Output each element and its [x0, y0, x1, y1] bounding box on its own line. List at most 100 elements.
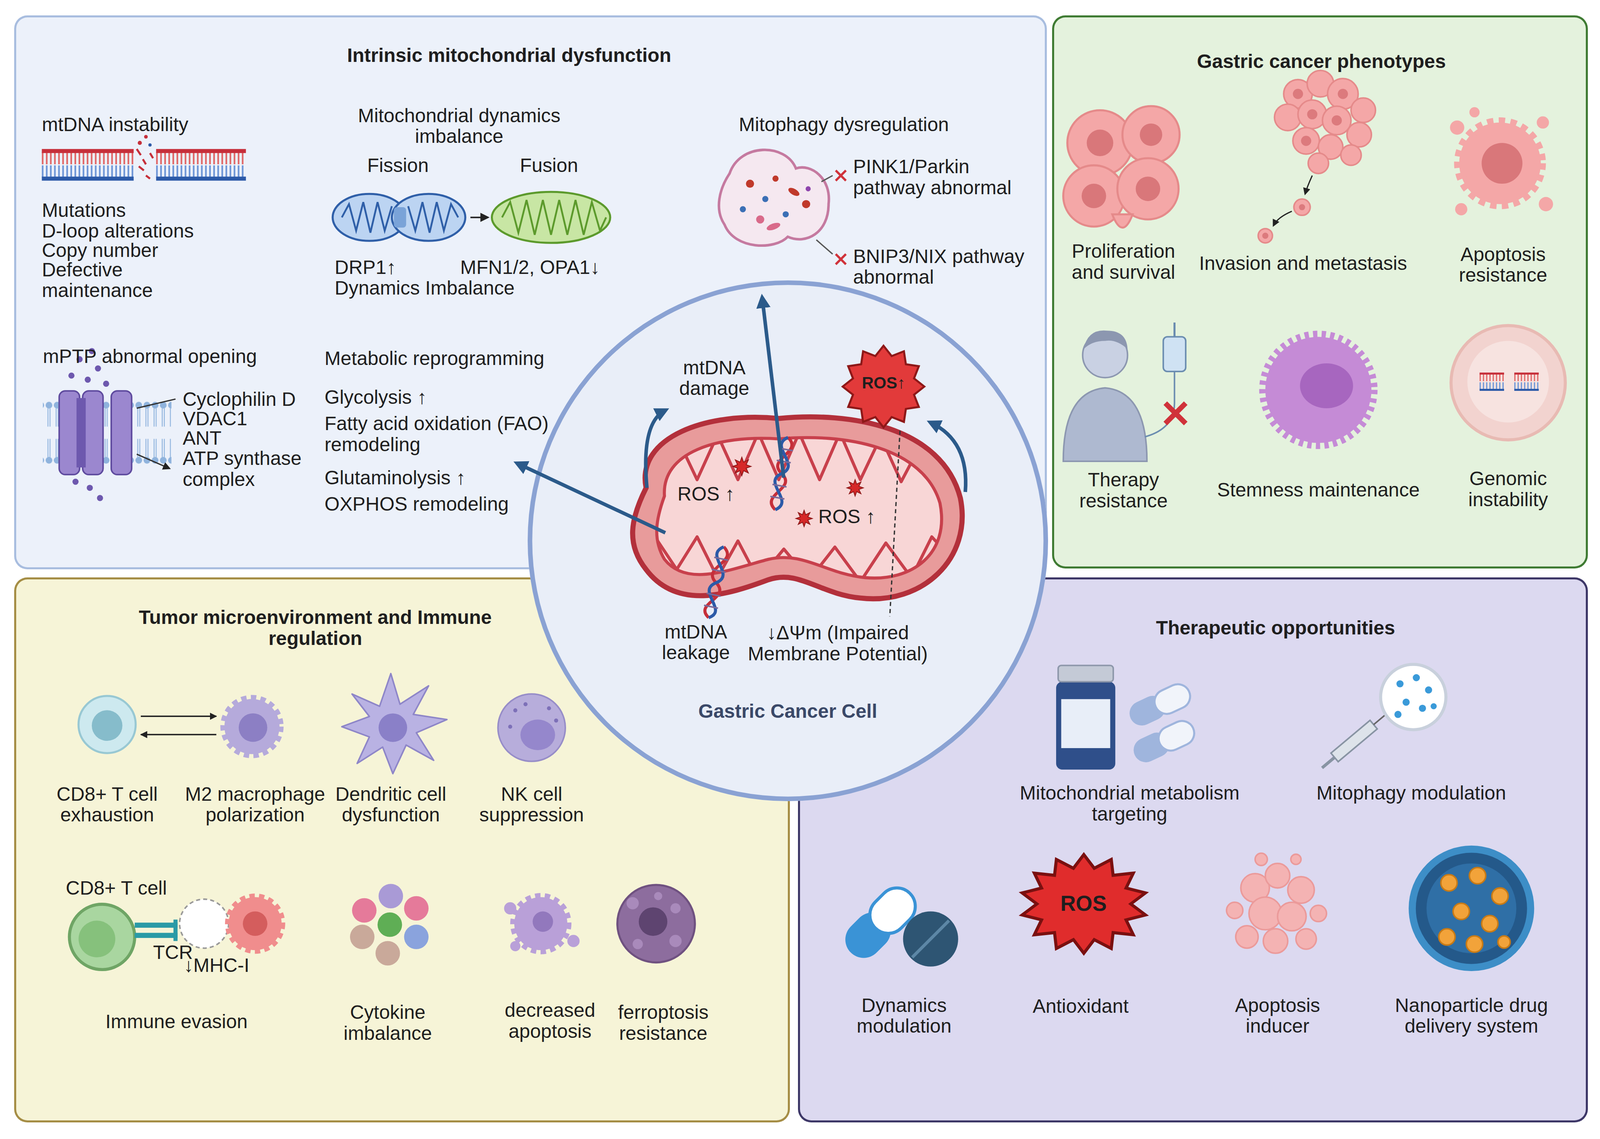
- label-text: PINK1/Parkin pathway abnormal: [853, 156, 1032, 198]
- patient-figure: [1165, 403, 1186, 424]
- label-text: Fatty acid oxidation (FAO) remodeling: [324, 413, 570, 455]
- pill-bottle-icon: [1056, 665, 1199, 770]
- apoptosis-cell: [1455, 203, 1468, 216]
- cytokine-cluster: [377, 912, 403, 938]
- apoptosis-cell: [1459, 122, 1541, 205]
- label-text: Glycolysis ↑: [324, 386, 427, 408]
- apoptosis-cell: [1449, 120, 1465, 135]
- proliferation-cells: [1122, 106, 1180, 164]
- label-text: Apoptosis inducer: [1221, 995, 1334, 1037]
- syringe-icon: [1402, 698, 1410, 707]
- mtdna-helix: [768, 436, 795, 512]
- dna-strand-icon: [41, 152, 134, 165]
- apoptotic-cell: [532, 911, 553, 932]
- cytokine-cluster: [404, 924, 429, 950]
- apoptosis-cell: [1449, 107, 1554, 216]
- dna-strand-icon: [156, 152, 247, 165]
- label-holder: Antioxidant: [1032, 995, 1129, 1017]
- fusion-mitochondrion: [502, 199, 607, 235]
- invasion-cells: [1337, 88, 1348, 99]
- mito-inner: [656, 437, 942, 578]
- immune-evasion-icon: [134, 932, 178, 938]
- nk-cell: [508, 724, 513, 729]
- label-text: Dynamics Imbalance: [334, 277, 515, 299]
- apoptosis-inducer-icon: [1277, 902, 1307, 932]
- label-text: ferroptosis resistance: [606, 1001, 720, 1044]
- ferroptosis-cell: [617, 884, 696, 963]
- proliferation-cells: [1112, 214, 1133, 228]
- invasion-cells: [1307, 109, 1318, 120]
- mitophagy-icon: [772, 175, 779, 182]
- label-text: MFN1/2, OPA1↓: [460, 256, 600, 278]
- proliferation-cells: [1063, 165, 1125, 227]
- mitochondrion: ROS ↑ ROS ↑: [615, 406, 968, 613]
- ros-burst: [732, 457, 864, 527]
- patient-figure: [1163, 336, 1186, 372]
- pill-bottle-icon: [1129, 717, 1199, 767]
- syringe-icon: [1373, 708, 1393, 725]
- invasion-cells: [1283, 79, 1313, 109]
- mptp-channel: [68, 372, 75, 379]
- panel-title-holder: Gastric cancer phenotypes: [1196, 50, 1446, 73]
- mito-cristae: [655, 432, 942, 488]
- genomic-instability-cell: [1479, 373, 1505, 382]
- patient-figure: [1063, 388, 1148, 462]
- star-text-holder: ROS: [1060, 891, 1108, 915]
- apoptosis-inducer-icon: [1240, 873, 1270, 903]
- invasion-cells: [1298, 99, 1327, 129]
- invasion-cells: [1347, 122, 1372, 148]
- pathway-arrow: [762, 298, 784, 478]
- nanoparticle-icon: [1498, 935, 1511, 949]
- label-text: CD8+ T cell: [65, 877, 168, 899]
- mptp-channel: [84, 376, 91, 383]
- genomic-instability-cell: [1514, 382, 1539, 390]
- mtdna-helix: [703, 545, 730, 620]
- syringe-icon: [1394, 674, 1437, 718]
- pathway-arrow: [517, 298, 966, 533]
- star-shape: [1022, 854, 1146, 954]
- mptp-channel: [42, 400, 172, 466]
- mtdna-helix: [701, 545, 731, 620]
- ros-text-holder: ROS ↑: [675, 483, 737, 505]
- star-shape: [842, 345, 925, 428]
- immune-evasion-icon: [242, 911, 268, 937]
- fission-arrow: [470, 216, 488, 219]
- label-text: ATP synthase complex: [182, 447, 326, 490]
- panel-title: Tumor microenvironment and Immune regula…: [111, 606, 520, 649]
- label-text: OXPHOS remodeling: [324, 493, 509, 515]
- genomic-instability-cell: [1451, 325, 1566, 441]
- nk-cell: [498, 693, 566, 762]
- t-cell-shape: [91, 710, 123, 741]
- proliferation-cells: [1117, 158, 1179, 220]
- mtdna-helix: [704, 557, 729, 609]
- dna-strand-icon: [144, 134, 148, 139]
- patient-figure: [1083, 330, 1128, 350]
- genomic-instability-cell: [1479, 372, 1539, 375]
- syringe-icon: [1412, 674, 1420, 682]
- pill-bottle-icon: [1056, 681, 1116, 770]
- mitochondrion-shape: [615, 406, 968, 613]
- apoptosis-inducer-icon: [1249, 897, 1282, 930]
- label-holder: OXPHOS remodeling: [324, 493, 509, 515]
- capsule-tablet-icon: [862, 880, 924, 942]
- cell-caption: M2 macrophage polarization: [178, 783, 332, 826]
- nk-cell: [513, 708, 518, 713]
- proliferation-cells: [1081, 123, 1163, 208]
- center-label: mtDNA damage: [668, 357, 761, 399]
- connector-arrow: [140, 734, 217, 736]
- label-text: Mitochondrial metabolism targeting: [1007, 782, 1252, 825]
- invasion-cells: [1274, 103, 1302, 131]
- invasion-cells: [1300, 135, 1312, 146]
- capsule-tablet-icon: [837, 880, 959, 967]
- mtdna-helix: [770, 436, 794, 511]
- ros-burst: [846, 479, 864, 497]
- syringe-icon: [1322, 757, 1335, 769]
- ferroptosis-cell: [617, 884, 696, 963]
- ros-text-holder: ROS ↑: [816, 506, 878, 528]
- nanoparticle-icon: [1438, 867, 1511, 953]
- dna-strand-icon: [156, 148, 247, 153]
- label-holder: Mitochondrial metabolism targeting: [1007, 782, 1252, 825]
- proliferation-cells: [1135, 176, 1161, 202]
- nanoparticle-icon: [1440, 874, 1458, 892]
- cytokine-cluster: [350, 924, 375, 950]
